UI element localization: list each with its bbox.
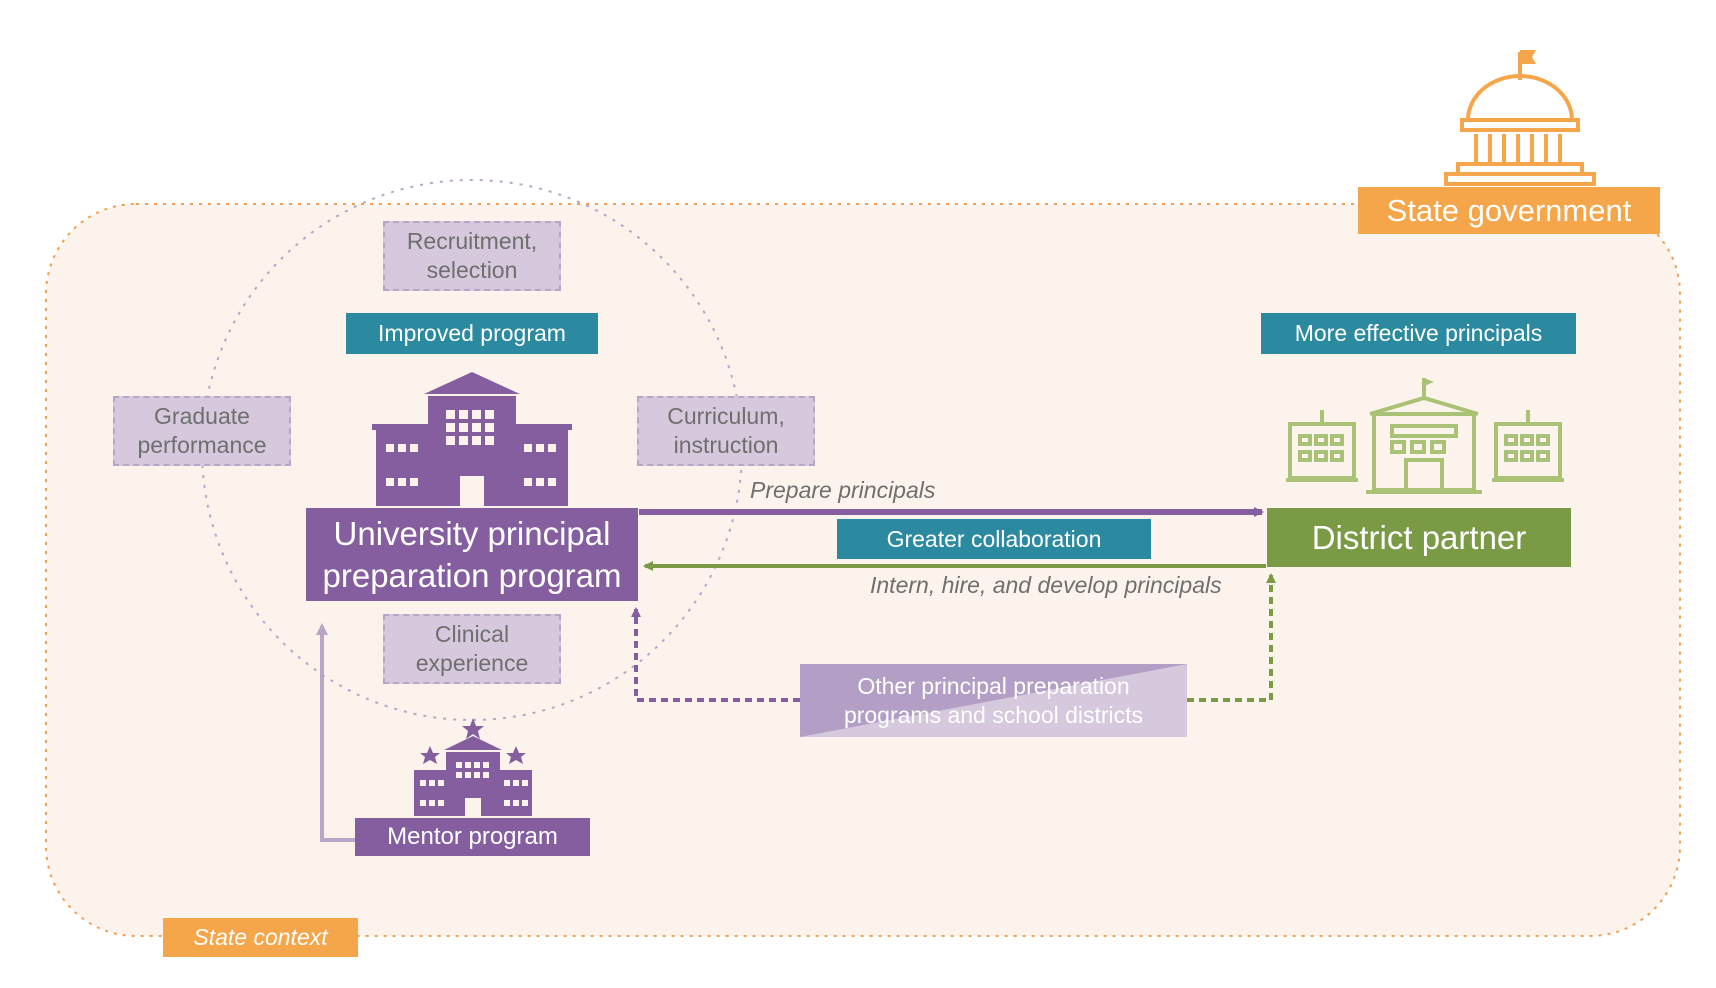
improved-program-label: Improved program (346, 313, 598, 354)
university-program-box: University principal preparation program (306, 508, 638, 601)
clinical-experience-box: Clinical experience (383, 614, 561, 684)
university-building-icon (372, 372, 572, 506)
mentor-building-icon (414, 718, 532, 816)
recruitment-selection-box: Recruitment, selection (383, 221, 561, 291)
more-effective-principals-label: More effective principals (1261, 313, 1576, 354)
district-partner-box: District partner (1267, 508, 1571, 567)
curriculum-instruction-box: Curriculum, instruction (637, 396, 815, 466)
school-buildings-icon (1286, 378, 1564, 494)
other-to-university-arrow (631, 607, 800, 702)
state-context-label: State context (163, 918, 358, 957)
prepare-principals-label: Prepare principals (750, 477, 936, 503)
greater-collaboration-label: Greater collaboration (837, 519, 1151, 559)
capitol-icon (1444, 50, 1596, 186)
mentor-program-box: Mentor program (355, 818, 590, 856)
other-programs-box: Other principal preparation programs and… (843, 672, 1144, 728)
state-government-label: State government (1358, 187, 1660, 234)
other-to-district-arrow (1187, 573, 1276, 702)
intern-hire-label: Intern, hire, and develop principals (870, 572, 1222, 598)
graduate-performance-box: Graduate performance (113, 396, 291, 466)
other-programs-background (800, 664, 1187, 737)
mentor-arrow (316, 623, 356, 842)
